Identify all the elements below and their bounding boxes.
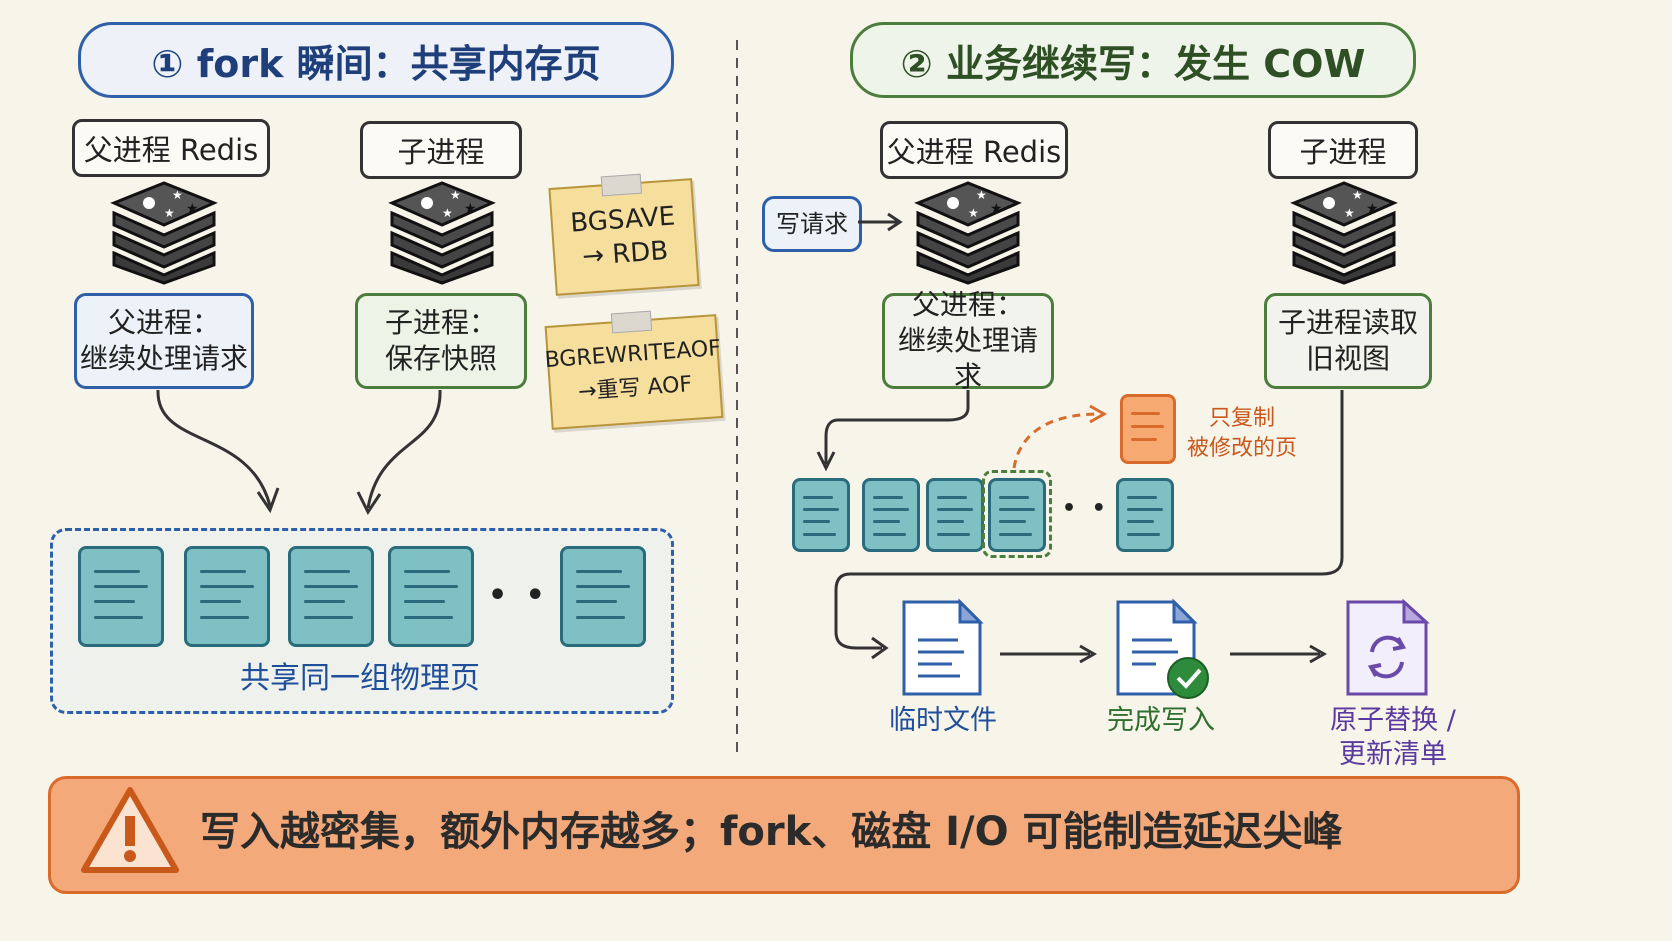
temp-file-icon — [902, 598, 984, 696]
svg-text:★: ★ — [172, 188, 183, 202]
sticky-bgrewriteaof-line2: →重写 AOF — [577, 372, 693, 405]
copied-page — [1120, 394, 1176, 464]
memory-page — [926, 478, 984, 552]
redis-child-icon-right: ★ ★ ★ — [1290, 181, 1398, 285]
memory-page — [862, 478, 920, 552]
modified-page-highlight — [982, 470, 1052, 558]
right-child-note-line1: 子进程读取 — [1277, 306, 1418, 339]
svg-text:★: ★ — [990, 201, 1003, 217]
redis-parent-icon-right: ★ ★ ★ — [914, 181, 1022, 285]
write-request-box: 写请求 — [762, 196, 862, 252]
left-parent-note-line1: 父进程： — [107, 306, 220, 339]
warning-banner — [48, 776, 1520, 894]
svg-text:★: ★ — [442, 206, 453, 220]
redis-child-icon: ★ ★ ★ — [388, 181, 496, 285]
replace-file-icon — [1346, 598, 1430, 696]
memory-page — [388, 546, 474, 647]
sticky-bgsave: BGSAVE → RDB — [548, 173, 700, 296]
flow-arrow — [1000, 644, 1098, 664]
left-child-note: 子进程： 保存快照 — [355, 293, 527, 389]
child-to-file-arrow — [834, 390, 1344, 660]
copy-note: 只复制 被修改的页 — [1178, 404, 1306, 464]
right-parent-note: 父进程： 继续处理请求 — [882, 288, 1054, 393]
right-parent-label: 父进程 Redis — [880, 121, 1068, 179]
completed-file-caption: 完成写入 — [1107, 705, 1215, 736]
left-parent-label: 父进程 Redis — [72, 119, 270, 177]
tape-decoration — [610, 310, 653, 334]
shared-pages-caption: 共享同一组物理页 — [240, 661, 480, 696]
memory-page — [560, 546, 646, 647]
svg-text:★: ★ — [164, 206, 175, 220]
warning-icon — [81, 787, 179, 873]
left-child-note-line1: 子进程： — [384, 306, 497, 339]
warning-text: 写入越密集，额外内存越多；fork、磁盘 I/O 可能制造延迟尖峰 — [200, 809, 1343, 855]
memory-page — [288, 546, 374, 647]
temp-file-caption: 临时文件 — [889, 705, 997, 736]
section-divider — [736, 40, 738, 760]
redis-parent-icon: ★ ★ ★ — [110, 181, 218, 285]
left-child-note-line2: 保存快照 — [384, 342, 497, 375]
tape-decoration — [600, 173, 643, 197]
copy-note-line2: 被修改的页 — [1186, 436, 1297, 461]
replace-caption-line1: 原子替换 / — [1330, 705, 1456, 736]
right-parent-note-line2: 继续处理请求 — [897, 324, 1038, 393]
svg-text:★: ★ — [976, 188, 987, 202]
memory-page — [78, 546, 164, 647]
right-parent-note-line1: 父进程： — [911, 288, 1024, 321]
cow-copy-arrow — [1012, 404, 1108, 469]
left-child-arrow — [356, 389, 442, 515]
sticky-bgsave-line2: → RDB — [581, 235, 670, 272]
svg-text:★: ★ — [450, 188, 461, 202]
right-title: ② 业务继续写：发生 COW — [850, 22, 1416, 98]
replace-caption-line2: 更新清单 — [1339, 739, 1447, 770]
write-request-arrow — [858, 212, 903, 232]
svg-text:★: ★ — [968, 206, 979, 220]
right-child-note: 子进程读取 旧视图 — [1264, 293, 1432, 389]
memory-page — [792, 478, 850, 552]
right-child-label: 子进程 — [1268, 121, 1418, 179]
modified-page — [988, 478, 1046, 552]
replace-file-caption: 原子替换 / 更新清单 — [1308, 704, 1478, 772]
memory-page — [1116, 478, 1174, 552]
flow-arrow — [1230, 644, 1328, 664]
svg-text:★: ★ — [1352, 188, 1363, 202]
left-parent-note: 父进程： 继续处理请求 — [74, 293, 254, 389]
memory-page — [184, 546, 270, 647]
right-parent-arrow — [816, 390, 970, 472]
svg-text:★: ★ — [464, 201, 477, 217]
sticky-bgrewriteaof: BGREWRITEAOF →重写 AOF — [544, 310, 724, 430]
copy-note-line1: 只复制 — [1208, 406, 1275, 431]
left-parent-arrow — [156, 389, 280, 514]
svg-text:★: ★ — [1344, 206, 1355, 220]
completed-file-icon — [1116, 598, 1209, 699]
svg-text:★: ★ — [186, 201, 199, 217]
left-title: ① fork 瞬间：共享内存页 — [78, 22, 674, 98]
left-child-label: 子进程 — [360, 121, 522, 179]
right-child-note-line2: 旧视图 — [1305, 342, 1390, 375]
left-parent-note-line2: 继续处理请求 — [79, 342, 248, 375]
svg-text:★: ★ — [1366, 201, 1379, 217]
